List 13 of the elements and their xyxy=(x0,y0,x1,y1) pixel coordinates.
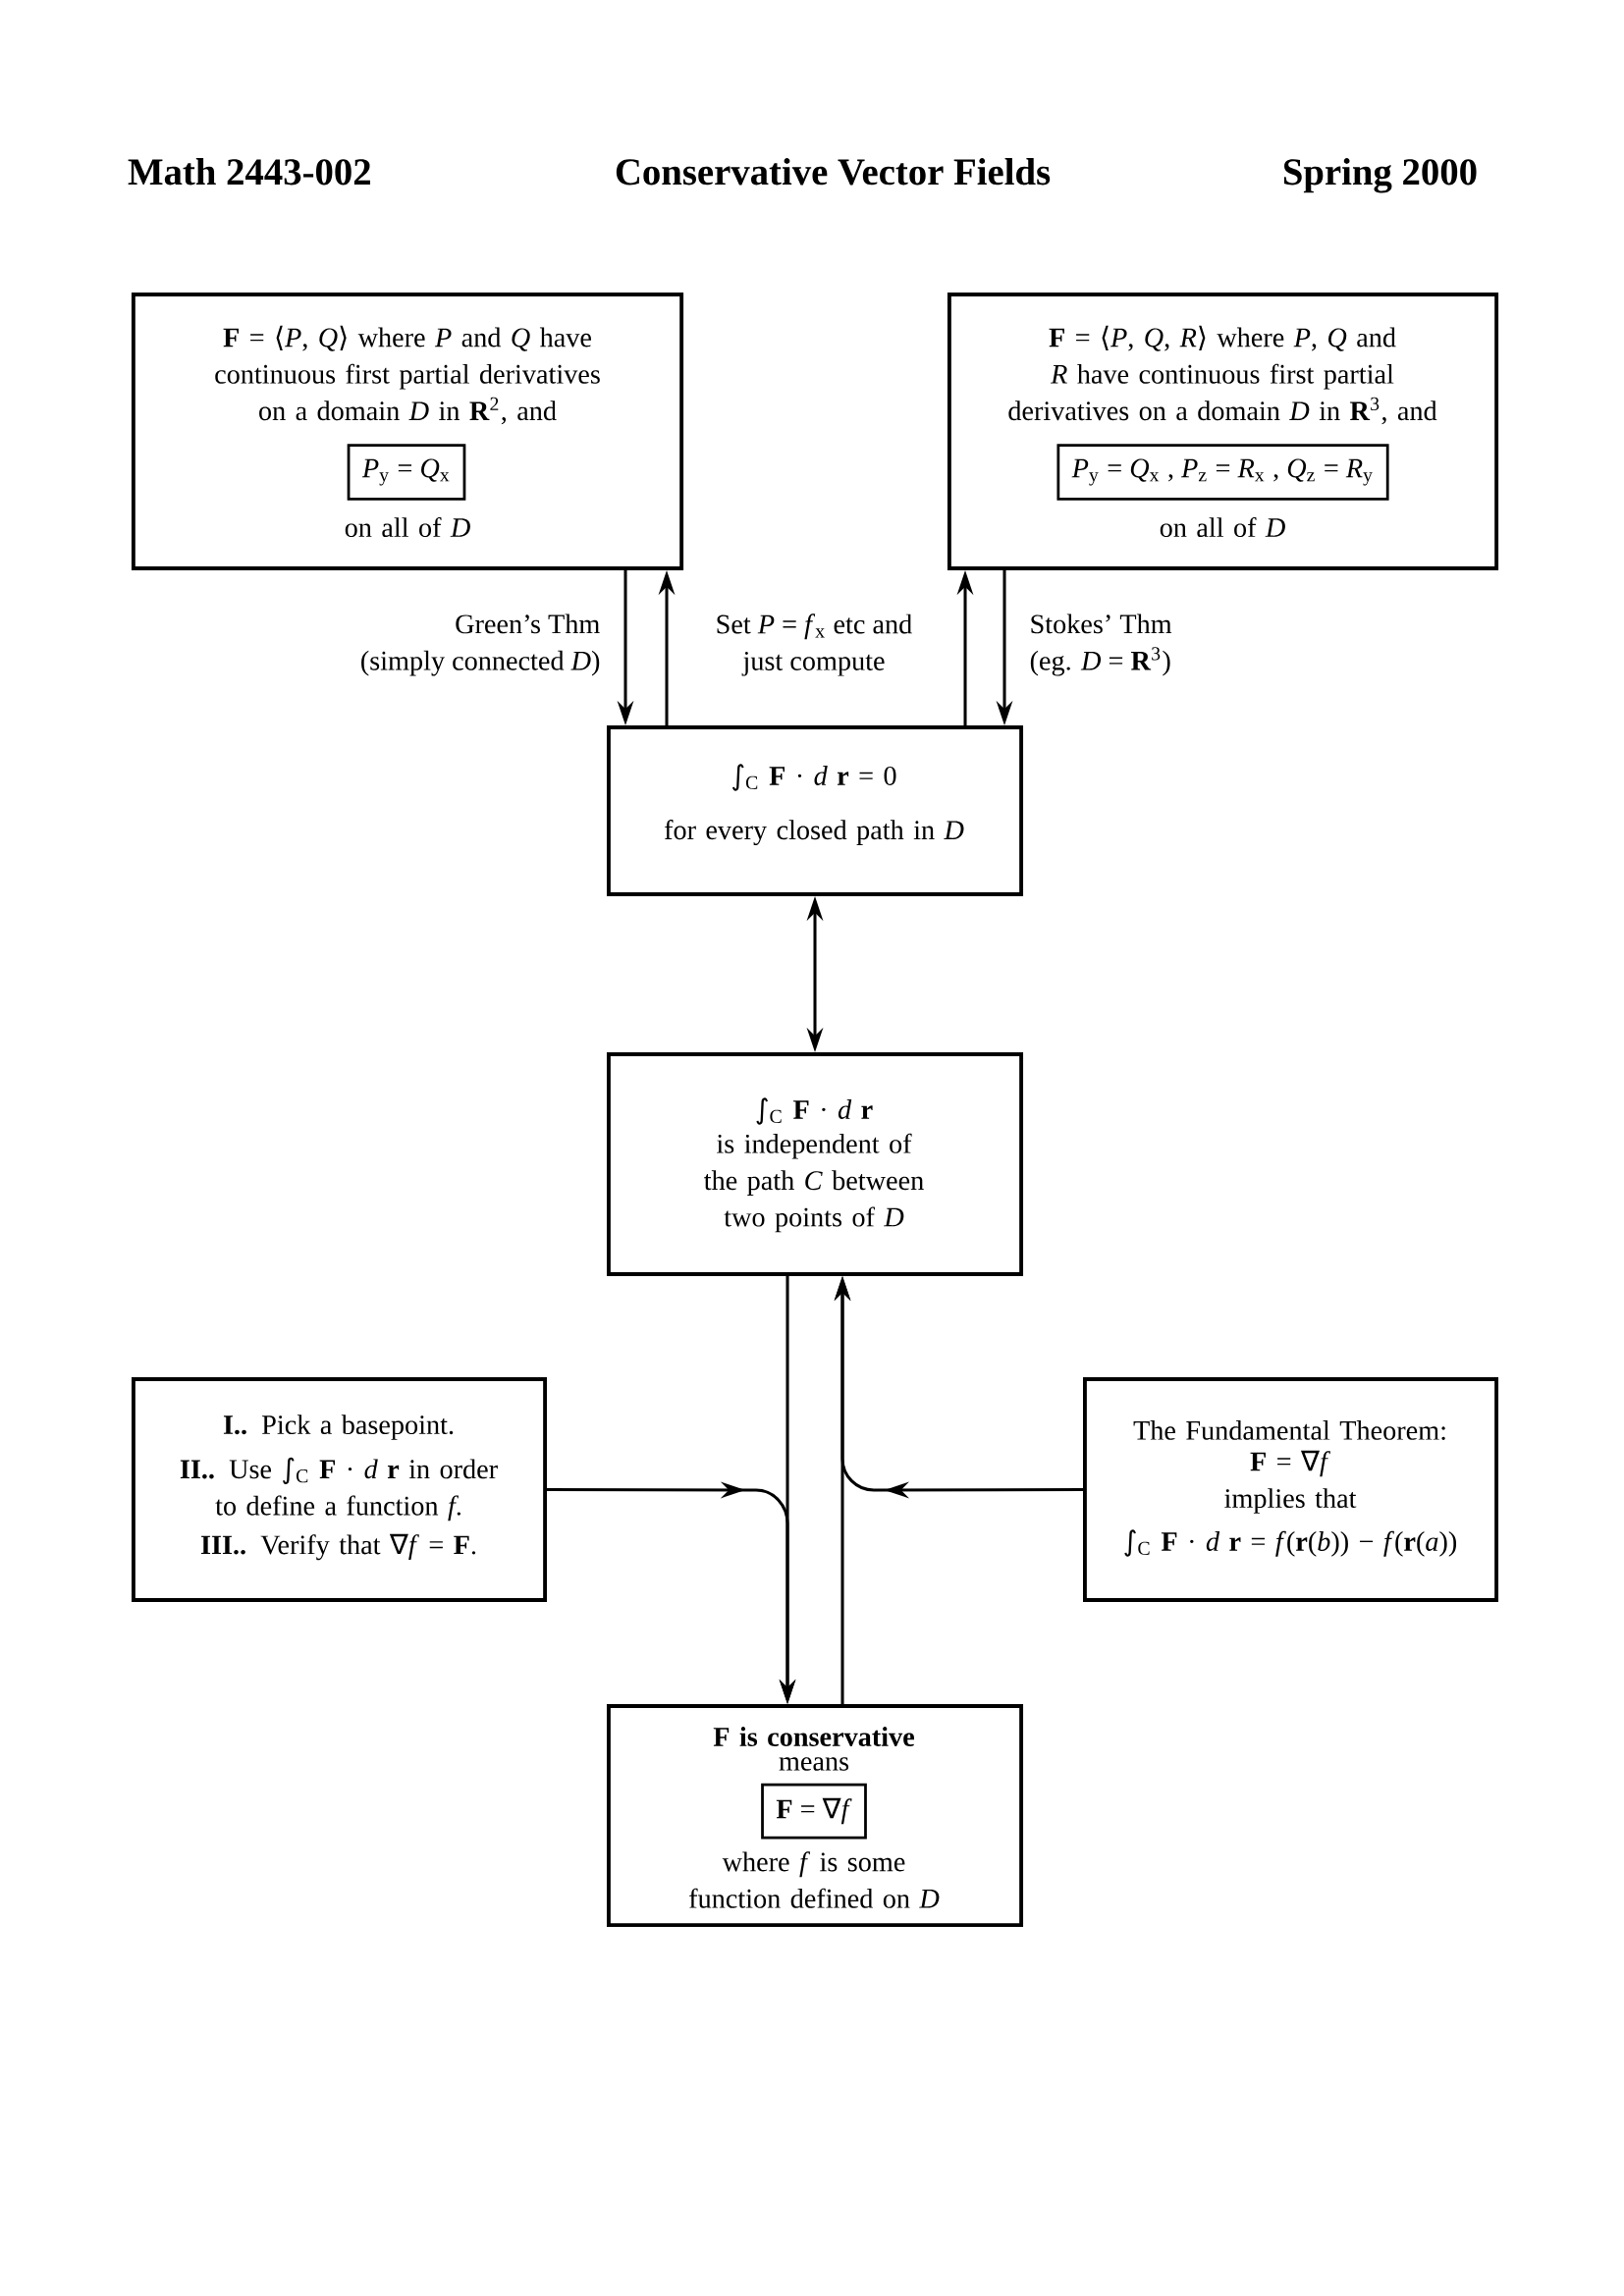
statement-box: ∫$_{C}$ F · d r = 0 for every closed path in D xyxy=(606,725,1024,896)
procedure-box: I.. Pick a basepoint. II.. Use ∫$_{C}$ F · d r in order to define a function f. III.. Verify that ∇f = F. xyxy=(132,1377,548,1602)
formula-box: P$_{y}$ = Q$_{x}$ , P$_{z}$ = R$_{x}$ , Q$_{z}$ = R$_{y}$ xyxy=(1056,444,1389,501)
edge-label: Stokes’ Thm (eg. D = R$^{3}$) xyxy=(1030,614,1172,676)
formula-box: F = ∇f xyxy=(761,1783,867,1840)
header-title: Conservative Vector Fields xyxy=(616,158,1051,186)
header-label: Math 2443-002 xyxy=(128,158,370,186)
header-label: Spring 2000 xyxy=(1283,158,1477,193)
theorem-box: The Fundamental Theorem: F = ∇f implies that ∫$_{C}$ F · d r = f(r(b)) − f(r(a)) xyxy=(1083,1377,1499,1602)
edge-label: Set P = f$_{x}$ etc and just compute xyxy=(717,614,912,676)
formula-box: P$_{y}$ = Q$_{x}$ xyxy=(347,444,466,501)
edge-label: Green’s Thm (simply connected D) xyxy=(361,614,600,676)
statement-box: ∫$_{C}$ F · d r is independent of the path C between two points of D xyxy=(606,1052,1024,1276)
